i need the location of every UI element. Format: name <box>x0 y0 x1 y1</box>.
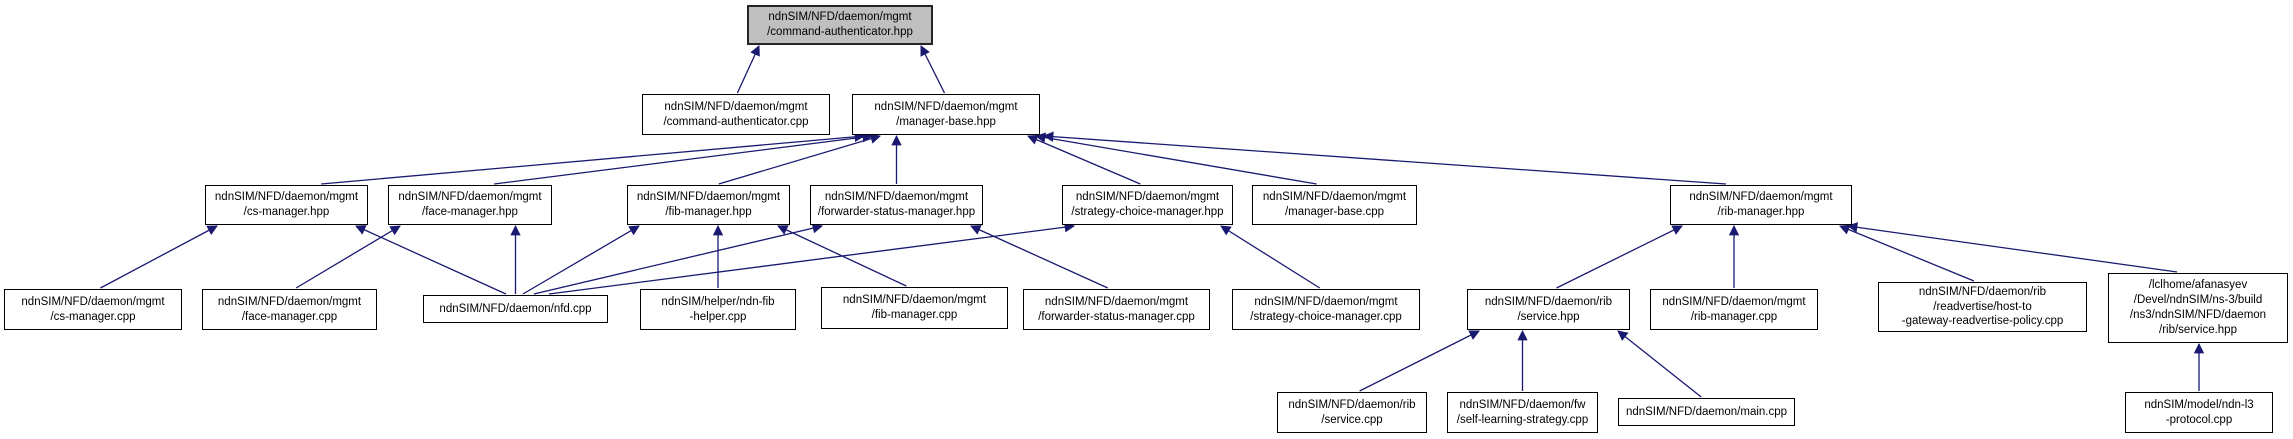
graph-node-host-to-gateway-readvertise-policy-cpp[interactable]: ndnSIM/NFD/daemon/rib/readvertise/host-t… <box>1878 282 2087 332</box>
graph-node-strategy-choice-manager-cpp[interactable]: ndnSIM/NFD/daemon/mgmt/strategy-choice-m… <box>1232 289 1420 330</box>
graph-node-rib-manager-cpp[interactable]: ndnSIM/NFD/daemon/mgmt/rib-manager.cpp <box>1650 289 1818 330</box>
include-edge <box>494 132 874 185</box>
graph-node-label-line: /face-manager.hpp <box>422 206 518 218</box>
include-edge <box>100 225 218 289</box>
graph-node-label-line: /rib-manager.cpp <box>1690 310 1778 323</box>
graph-node-label-line: ndnSIM/helper/ndn-fib <box>661 295 775 308</box>
include-edge <box>295 225 401 289</box>
graph-node-label-line: -gateway-readvertise-policy.cpp <box>1901 315 2064 328</box>
graph-node-face-manager-cpp[interactable]: ndnSIM/NFD/daemon/mgmt/face-manager.cpp <box>202 289 377 330</box>
include-edge <box>321 131 866 185</box>
graph-node-label-line: ndnSIM/NFD/daemon/mgmt <box>1262 191 1407 204</box>
include-edge <box>718 133 881 185</box>
graph-node-ndn-l3-protocol-cpp[interactable]: ndnSIM/model/ndn-l3 -protocol.cpp <box>2125 392 2273 433</box>
include-edge <box>1220 225 1321 289</box>
graph-node-nfd-cpp[interactable]: ndnSIM/NFD/daemon/nfd.cpp <box>423 295 608 323</box>
graph-node-command-authenticator-cpp[interactable]: ndnSIM/NFD/daemon/mgmt/command-authentic… <box>642 94 830 135</box>
graph-node-label-line: ndnSIM/NFD/daemon/main.cpp <box>1625 405 1788 418</box>
include-edge <box>548 222 1076 295</box>
graph-node-label-line: ndnSIM/NFD/daemon/rib <box>1484 295 1613 308</box>
include-edge <box>1042 131 1727 185</box>
graph-node-label-line: -helper.cpp <box>689 310 747 323</box>
include-edge <box>1839 224 1975 282</box>
graph-node-label-line: ndnSIM/NFD/daemon/mgmt <box>664 100 808 113</box>
graph-node-self-learning-strategy-cpp[interactable]: ndnSIM/NFD/daemon/fw/self-learning-strat… <box>1447 392 1598 433</box>
graph-node-forwarder-status-manager-hpp[interactable]: ndnSIM/NFD/daemon/mgmt/forwarder-status-… <box>810 185 983 225</box>
graph-node-label-line: ndnSIM/NFD/daemon/mgmt <box>824 191 969 204</box>
graph-node-label-line: ndnSIM/NFD/daemon/mgmt <box>842 294 987 307</box>
graph-node-label-line: /strategy-choice-manager.cpp <box>1250 310 1402 323</box>
graph-node-face-manager-hpp[interactable]: ndnSIM/NFD/daemon/mgmt/face-manager.hpp <box>388 185 552 225</box>
graph-node-label-line: ndnSIM/NFD/daemon/rib <box>1288 398 1416 411</box>
include-edge <box>1556 225 1683 289</box>
graph-node-label-line: ndnSIM/NFD/daemon/mgmt <box>1044 295 1189 308</box>
graph-node-build-rib-service-hpp[interactable]: /lclhome/afanasyev/Devel/ndnSIM/ns-3/bui… <box>2108 273 2288 343</box>
graph-node-manager-base-cpp[interactable]: ndnSIM/NFD/daemon/mgmt/manager-base.cpp <box>1252 185 1417 225</box>
graph-node-manager-base-hpp[interactable]: ndnSIM/NFD/daemon/mgmt/manager-base.hpp <box>852 94 1040 135</box>
graph-node-label-line: ndnSIM/NFD/daemon/mgmt <box>398 191 542 204</box>
graph-node-label-line: ndnSIM/NFD/daemon/rib <box>1918 285 2047 298</box>
graph-node-label-line: ndnSIM/NFD/daemon/mgmt <box>1662 295 1806 308</box>
graph-node-rib-service-hpp[interactable]: ndnSIM/NFD/daemon/rib/service.hpp <box>1467 289 1630 330</box>
include-edge <box>970 225 1109 289</box>
graph-node-label-line: /manager-base.cpp <box>1284 206 1385 218</box>
graph-node-ndn-fib-helper-cpp[interactable]: ndnSIM/helper/ndn-fib -helper.cpp <box>640 289 796 330</box>
graph-node-label-line: -protocol.cpp <box>2165 413 2233 426</box>
include-edge <box>1359 330 1480 392</box>
graph-node-cs-manager-hpp[interactable]: ndnSIM/NFD/daemon/mgmt/cs-manager.hpp <box>205 185 368 225</box>
graph-node-label-line: /readvertise/host-to <box>1933 300 2032 313</box>
graph-node-label-line: /forwarder-status-manager.hpp <box>817 206 976 218</box>
graph-node-strategy-choice-manager-hpp[interactable]: ndnSIM/NFD/daemon/mgmt/strategy-choice-m… <box>1062 185 1233 225</box>
graph-node-label-line: /rib-manager.hpp <box>1717 206 1805 218</box>
graph-node-label-line: /fib-manager.cpp <box>871 309 958 321</box>
graph-node-label-line: ndnSIM/NFD/daemon/mgmt <box>636 191 781 204</box>
graph-node-label-line: /cs-manager.hpp <box>243 206 330 218</box>
graph-node-label-line: /forwarder-status-manager.cpp <box>1038 310 1195 323</box>
graph-node-label-line: /cs-manager.cpp <box>50 310 136 323</box>
graph-node-fib-manager-cpp[interactable]: ndnSIM/NFD/daemon/mgmt/fib-manager.cpp <box>821 287 1008 329</box>
include-edge <box>1617 330 1702 398</box>
graph-node-label-line: /service.cpp <box>1321 413 1383 426</box>
graph-node-label-line: ndnSIM/NFD/daemon/mgmt <box>217 295 362 308</box>
graph-node-label-line: ndnSIM/NFD/daemon/mgmt <box>768 11 912 24</box>
graph-node-rib-manager-hpp[interactable]: ndnSIM/NFD/daemon/mgmt/rib-manager.hpp <box>1670 185 1852 225</box>
graph-node-fib-manager-hpp[interactable]: ndnSIM/NFD/daemon/mgmt/fib-manager.hpp <box>627 185 790 225</box>
graph-node-main-cpp[interactable]: ndnSIM/NFD/daemon/main.cpp <box>1618 398 1795 426</box>
graph-node-label-line: ndnSIM/NFD/daemon/fw <box>1459 398 1586 411</box>
include-edge <box>1027 134 1141 185</box>
include-edge <box>736 45 760 94</box>
graph-node-label-line: /rib/service.hpp <box>2159 323 2237 336</box>
graph-node-label-line: /manager-base.hpp <box>896 115 996 128</box>
graph-node-label-line: ndnSIM/NFD/daemon/nfd.cpp <box>439 302 592 315</box>
graph-node-label-line: /face-manager.cpp <box>241 310 338 323</box>
graph-node-forwarder-status-manager-cpp[interactable]: ndnSIM/NFD/daemon/mgmt/forwarder-status-… <box>1023 289 1210 330</box>
graph-node-label-line: ndnSIM/NFD/daemon/mgmt <box>214 191 359 204</box>
graph-node-label-line: /command-authenticator.hpp <box>767 26 913 38</box>
graph-node-label-line: ndnSIM/NFD/daemon/mgmt <box>874 100 1018 113</box>
graph-node-label-line: ndnSIM/NFD/daemon/mgmt <box>1254 295 1398 308</box>
include-edge <box>533 223 824 295</box>
include-edge <box>355 225 507 295</box>
graph-node-label-line: ndnSIM/NFD/daemon/mgmt <box>21 295 165 308</box>
graph-node-rib-service-cpp[interactable]: ndnSIM/NFD/daemon/rib/service.cpp <box>1277 392 1427 433</box>
graph-node-label-line: ndnSIM/model/ndn-l3 <box>2144 398 2254 411</box>
graph-node-label-line: /Devel/ndnSIM/ns-3/build <box>2133 294 2263 307</box>
graph-node-label-line: ndnSIM/NFD/daemon/mgmt <box>1689 191 1833 204</box>
include-edge <box>1846 222 2178 273</box>
graph-node-label-line: /ns3/ndnSIM/NFD/daemon <box>2129 309 2267 321</box>
graph-node-label-line: /strategy-choice-manager.hpp <box>1071 206 1224 218</box>
graph-node-label-line: /service.hpp <box>1517 310 1580 323</box>
graph-node-label-line: ndnSIM/NFD/daemon/mgmt <box>1075 191 1220 204</box>
graph-node-label-line: /command-authenticator.cpp <box>663 115 809 128</box>
include-edge <box>522 225 640 295</box>
graph-node-cs-manager-cpp[interactable]: ndnSIM/NFD/daemon/mgmt/cs-manager.cpp <box>4 289 182 330</box>
graph-node-command-authenticator-hpp[interactable]: ndnSIM/NFD/daemon/mgmt/command-authentic… <box>747 5 933 45</box>
include-edge <box>1034 132 1317 185</box>
graph-node-label-line: /lclhome/afanasyev <box>2148 279 2248 292</box>
graph-node-label-line: /self-learning-strategy.cpp <box>1456 413 1589 426</box>
graph-node-label-line: /fib-manager.hpp <box>665 206 752 218</box>
include-edge <box>920 45 946 94</box>
